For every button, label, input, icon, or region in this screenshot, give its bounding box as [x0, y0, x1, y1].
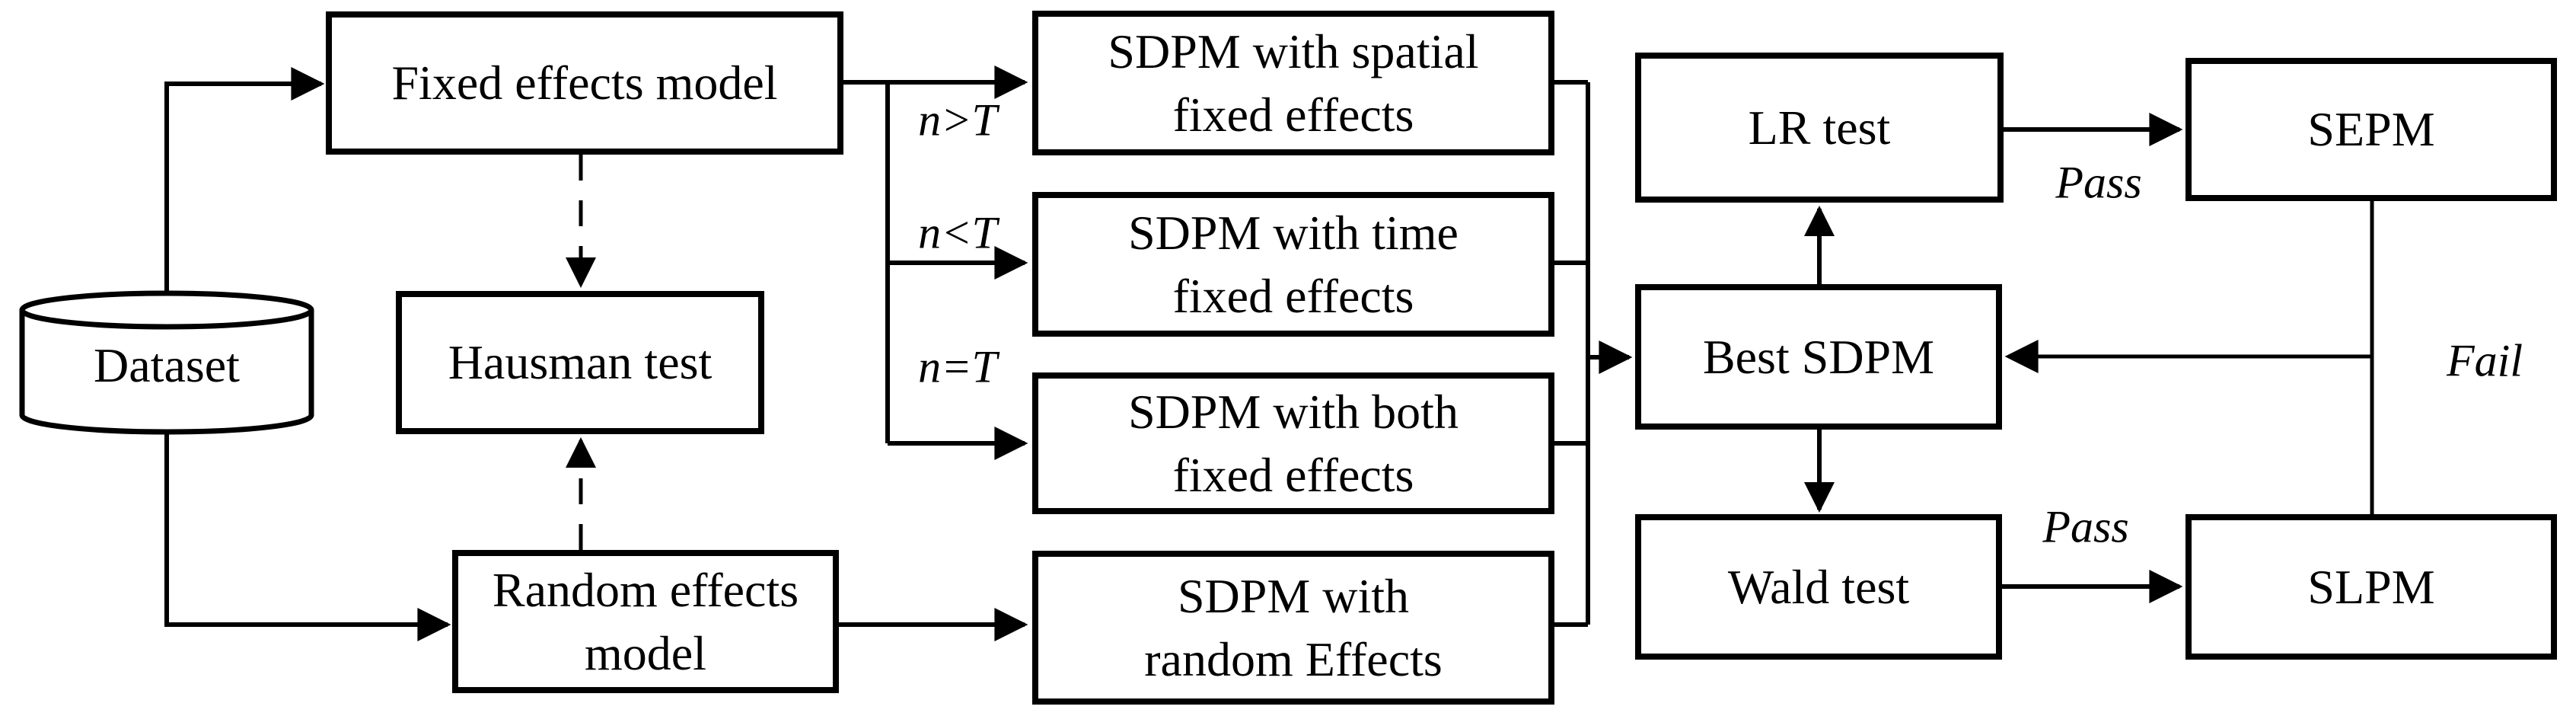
node-sdpm-both-label: SDPM with both fixed effects	[1128, 384, 1459, 502]
edge-label-fail: Fail	[2447, 335, 2523, 386]
cylinder-top	[19, 290, 314, 330]
node-sdpm-time-fixed-effects: SDPM with time fixed effects	[1032, 192, 1554, 337]
node-sdpm-spatial-fixed-effects: SDPM with spatial fixed effects	[1032, 11, 1554, 155]
node-sdpm-time-label: SDPM with time fixed effects	[1128, 205, 1459, 323]
node-dataset-label: Dataset	[94, 338, 240, 392]
node-sdpm-random-label: SDPM with random Effects	[1144, 568, 1443, 686]
node-sdpm-random-effects: SDPM with random Effects	[1032, 551, 1554, 705]
node-best-sdpm-label: Best SDPM	[1702, 329, 1935, 384]
node-random-effects-model: Random effects model	[452, 550, 839, 693]
node-fixed-effects-model: Fixed effects model	[326, 11, 843, 155]
edge-label-pass-wald: Pass	[2042, 501, 2129, 552]
edge-dataset-to-random-effects	[164, 420, 451, 641]
node-sdpm-both-fixed-effects: SDPM with both fixed effects	[1032, 372, 1554, 514]
cylinder-body	[19, 310, 314, 435]
node-wald-test: Wald test	[1635, 514, 2002, 660]
node-best-sdpm: Best SDPM	[1635, 284, 2002, 430]
node-sepm-label: SEPM	[2307, 102, 2435, 157]
edge-label-n-equals-t: n=T	[918, 341, 997, 392]
node-hausman-test-label: Hausman test	[448, 335, 713, 390]
node-slpm: SLPM	[2185, 514, 2557, 660]
node-hausman-test: Hausman test	[396, 291, 764, 434]
node-wald-test-label: Wald test	[1727, 559, 1910, 614]
node-random-effects-model-label: Random effects model	[492, 562, 799, 680]
dataset-cylinder-shape	[19, 290, 314, 435]
node-lr-test-label: LR test	[1748, 100, 1891, 155]
edge-label-n-less-than-t: n<T	[918, 207, 997, 258]
edge-label-pass-lr: Pass	[2055, 157, 2142, 208]
node-slpm-label: SLPM	[2307, 559, 2435, 614]
node-lr-test: LR test	[1635, 53, 2004, 203]
node-fixed-effects-model-label: Fixed effects model	[391, 56, 778, 110]
edge-dataset-to-fixed-effects	[164, 67, 325, 305]
node-sdpm-spatial-label: SDPM with spatial fixed effects	[1108, 24, 1479, 142]
node-sepm: SEPM	[2185, 58, 2557, 201]
node-dataset: Dataset	[22, 334, 311, 398]
edge-label-n-greater-than-t: n>T	[918, 94, 997, 145]
